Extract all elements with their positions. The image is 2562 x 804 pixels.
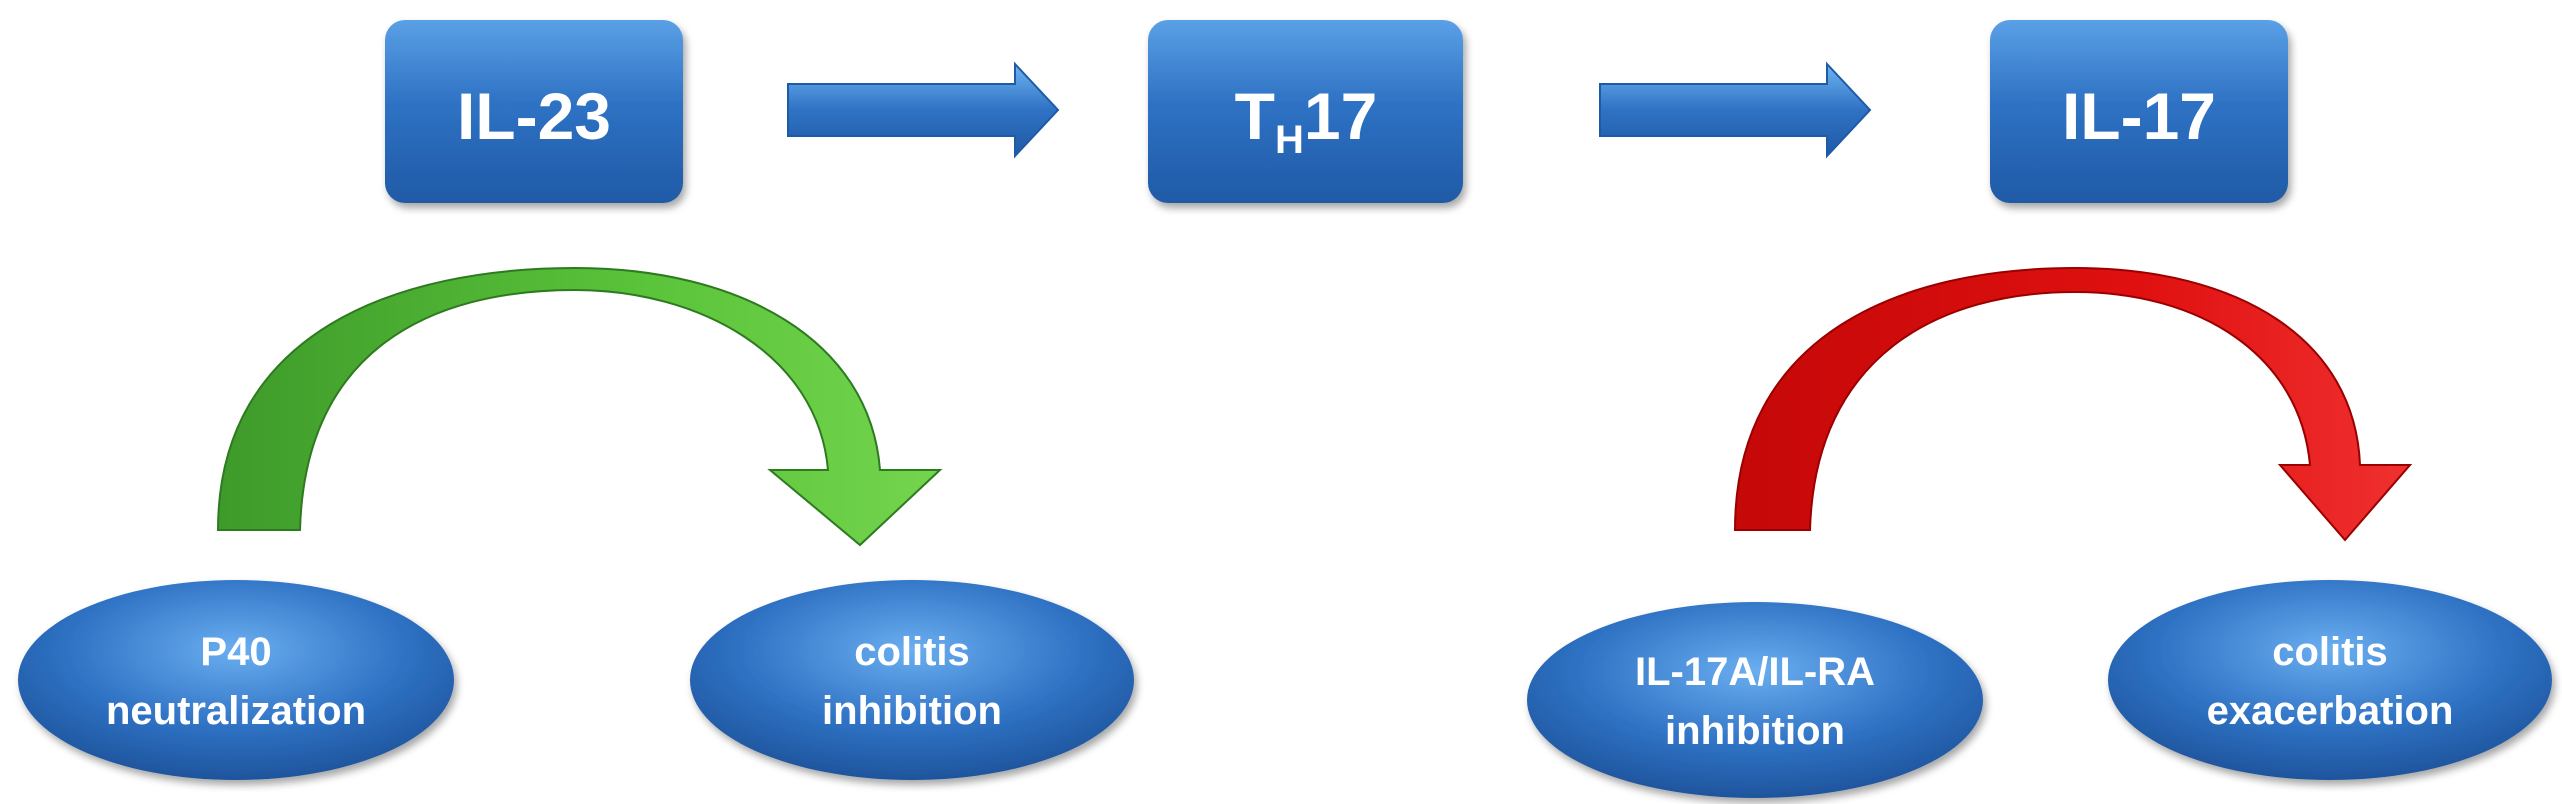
box-il-17-label: IL-17 [2062,79,2216,153]
box-th17-label: TH17 [1235,79,1378,162]
oval-colitis-inhibition: colitis inhibition [690,580,1134,780]
oval-colitis-exacerbation: colitis exacerbation [2108,580,2552,780]
right-arrow-icon [787,61,1060,159]
oval-p40-neutralization: P40 neutralization [18,580,454,780]
oval-il17a-line1: IL-17A/IL-RA [1635,650,1875,694]
curved-arrow-icon [1733,266,2413,542]
oval-inhibition-line2: inhibition [822,689,1002,733]
oval-p40-line1: P40 [200,630,271,674]
oval-inhibition-line1: colitis [854,630,970,674]
oval-p40-line2: neutralization [106,689,366,733]
box-il-17: IL-17 [1990,20,2288,203]
curved-arrow-icon [216,266,943,547]
oval-exacerbation-line2: exacerbation [2207,689,2454,733]
box-il-23: IL-23 [385,20,683,203]
box-th17: TH17 [1148,20,1463,203]
right-arrow-icon [1599,61,1872,159]
oval-il17a-line2: inhibition [1665,709,1845,753]
oval-exacerbation-line1: colitis [2272,630,2388,674]
box-il-23-label: IL-23 [457,79,611,153]
oval-il-17a-inhibition: IL-17A/IL-RA inhibition [1527,602,1983,798]
